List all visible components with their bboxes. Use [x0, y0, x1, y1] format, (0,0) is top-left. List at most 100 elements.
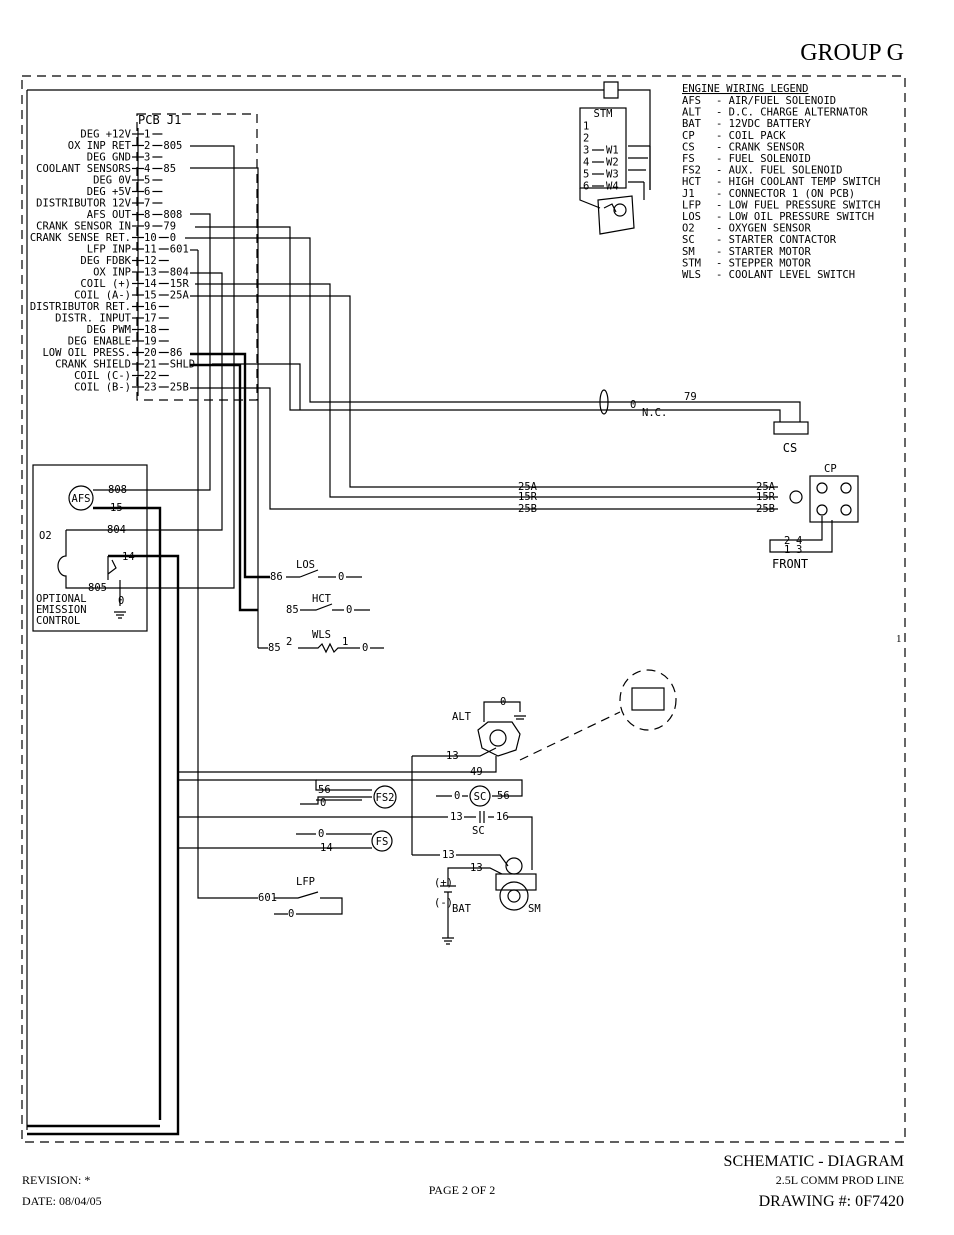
legend-desc: - FUEL SOLENOID [716, 153, 811, 165]
alt-wire-13: 13 [446, 750, 459, 762]
crank-sensor-label: CS [783, 441, 797, 455]
fs-wire-14: 14 [320, 842, 333, 854]
pcb-pin-number: 20 [144, 347, 157, 359]
pcb-pin-number: 15 [144, 290, 157, 302]
pcb-wire-label: 804 [170, 267, 189, 279]
pcb-wire-label: 79 [163, 221, 176, 233]
sc-contact-label: SC [472, 825, 485, 837]
pcb-pin-label: COIL (C-) [74, 370, 131, 382]
los-ground-0: 0 [338, 571, 344, 583]
legend-code: BAT [682, 118, 702, 130]
pcb-wire-label: 0 [170, 232, 176, 244]
stm-pin-number: 5 [583, 169, 589, 181]
caption-control: CONTROL [36, 615, 80, 627]
hct-label: HCT [312, 593, 332, 605]
pcb-pin-label: DISTRIBUTOR 12V [36, 198, 132, 210]
pcb-pin-label: DEG FDBK [80, 255, 131, 267]
legend-desc: - AUX. FUEL SOLENOID [716, 165, 842, 177]
cp-wire-15r-end: 15R [756, 491, 776, 503]
lfp-ground-0: 0 [288, 908, 294, 920]
caption-optional: OPTIONAL [36, 593, 87, 605]
ground-icon [114, 611, 126, 619]
legend-code: J1 [682, 188, 695, 200]
sm-wire-13: 13 [442, 849, 455, 861]
pcb-pin-number: 17 [144, 313, 157, 325]
pcb-pin-number: 10 [144, 232, 157, 244]
legend-code: STM [682, 257, 701, 269]
pcb-title: PCB J1 [138, 113, 181, 127]
bat-label: BAT [452, 903, 472, 915]
hct-wire-85: 85 [286, 604, 299, 616]
pcb-pin-label: CRANK SHIELD [55, 359, 131, 371]
stm-pin-number: 2 [583, 133, 589, 145]
alternator-icon [477, 721, 521, 757]
legend-code: ALT [682, 107, 702, 119]
pcb-pin-label: LFP INP [87, 244, 131, 256]
los-wire-86: 86 [270, 571, 283, 583]
hct-switch-icon [300, 603, 370, 611]
legend-desc: - D.C. CHARGE ALTERNATOR [716, 107, 868, 119]
pcb-pin-label: OX INP [93, 267, 131, 279]
legend-desc: - CRANK SENSOR [716, 141, 805, 153]
battery-icon [440, 867, 466, 945]
stm-pin-number: 4 [583, 157, 589, 169]
pcb-pin-label: COIL (A-) [74, 290, 131, 302]
sm-label: SM [528, 903, 541, 915]
pcb-wire-label: 808 [163, 209, 182, 221]
legend-code: HCT [682, 176, 702, 188]
pcb-outline [136, 113, 258, 401]
pcb-pin-label: DEG +12V [80, 129, 131, 141]
legend-desc: - COIL PACK [716, 130, 786, 142]
cp-wire-25b: 25B [518, 503, 537, 515]
footer-subtitle: 2.5L COMM PROD LINE [776, 1173, 904, 1187]
hct-ground-0: 0 [346, 604, 352, 616]
fs-icon [371, 830, 393, 852]
alternator-plug-detail [619, 669, 677, 731]
fs2-wire-56: 56 [318, 784, 331, 796]
o2-label: O2 [39, 530, 52, 542]
pcb-pin-label: CRANK SENSOR IN [36, 221, 131, 233]
wls-switch-icon [258, 642, 384, 654]
legend-desc: - STEPPER MOTOR [716, 257, 812, 269]
stm-pin-number: 3 [583, 145, 589, 157]
stm-pin-number: 1 [583, 121, 589, 133]
legend-desc: - STARTER CONTACTOR [716, 234, 837, 246]
side-marker: 1 [896, 633, 902, 645]
sc-wire-16: 16 [496, 811, 509, 823]
fs2-icon [373, 785, 397, 809]
pcb-pin-number: 6 [144, 186, 150, 198]
pcb-pin-label: COOLANT SENSORS [36, 163, 131, 175]
pcb-wire-label: 85 [163, 163, 176, 175]
pcb-wire-label: 601 [170, 244, 189, 256]
pcb-pin-number: 2 [144, 140, 150, 152]
wls-ground-0: 0 [362, 642, 368, 654]
cp-wire-25a: 25A [518, 481, 538, 493]
drawing-number: DRAWING #: 0F7420 [759, 1193, 904, 1210]
o2-wire-804: 804 [107, 524, 126, 536]
legend-desc: - CONNECTOR 1 (ON PCB) [716, 188, 855, 200]
coil-pack-icon [789, 475, 859, 523]
afs-wire-808: 808 [108, 484, 127, 496]
wls-wire-85: 85 [268, 642, 281, 654]
pcb-pin-number: 7 [144, 198, 150, 210]
sc-coil-label: SC [474, 791, 487, 803]
bat-pos: (+) [434, 877, 453, 889]
pcb-pin-number: 12 [144, 255, 157, 267]
stepper-motor-icon [597, 195, 635, 235]
legend-desc: - LOW FUEL PRESSURE SWITCH [716, 199, 880, 211]
pcb-pin-number: 1 [144, 129, 150, 141]
crank-wire-79: 79 [684, 391, 697, 403]
pcb-wire-label: 15R [170, 278, 190, 290]
drawing-border [21, 75, 906, 1143]
legend-code: LFP [682, 199, 701, 211]
stm-pin-number: 6 [583, 181, 589, 193]
caption-emission: EMISSION [36, 604, 87, 616]
engine-wiring-legend: ENGINE WIRING LEGEND AFS- AIR/FUEL SOLEN… [682, 83, 880, 281]
los-label: LOS [296, 559, 315, 571]
los-switch-icon [286, 569, 362, 578]
lfp-switch-icon [197, 250, 343, 915]
pcb-pin-number: 11 [144, 244, 157, 256]
pcb-pin-number: 13 [144, 267, 157, 279]
stm-label: STM [594, 108, 613, 120]
